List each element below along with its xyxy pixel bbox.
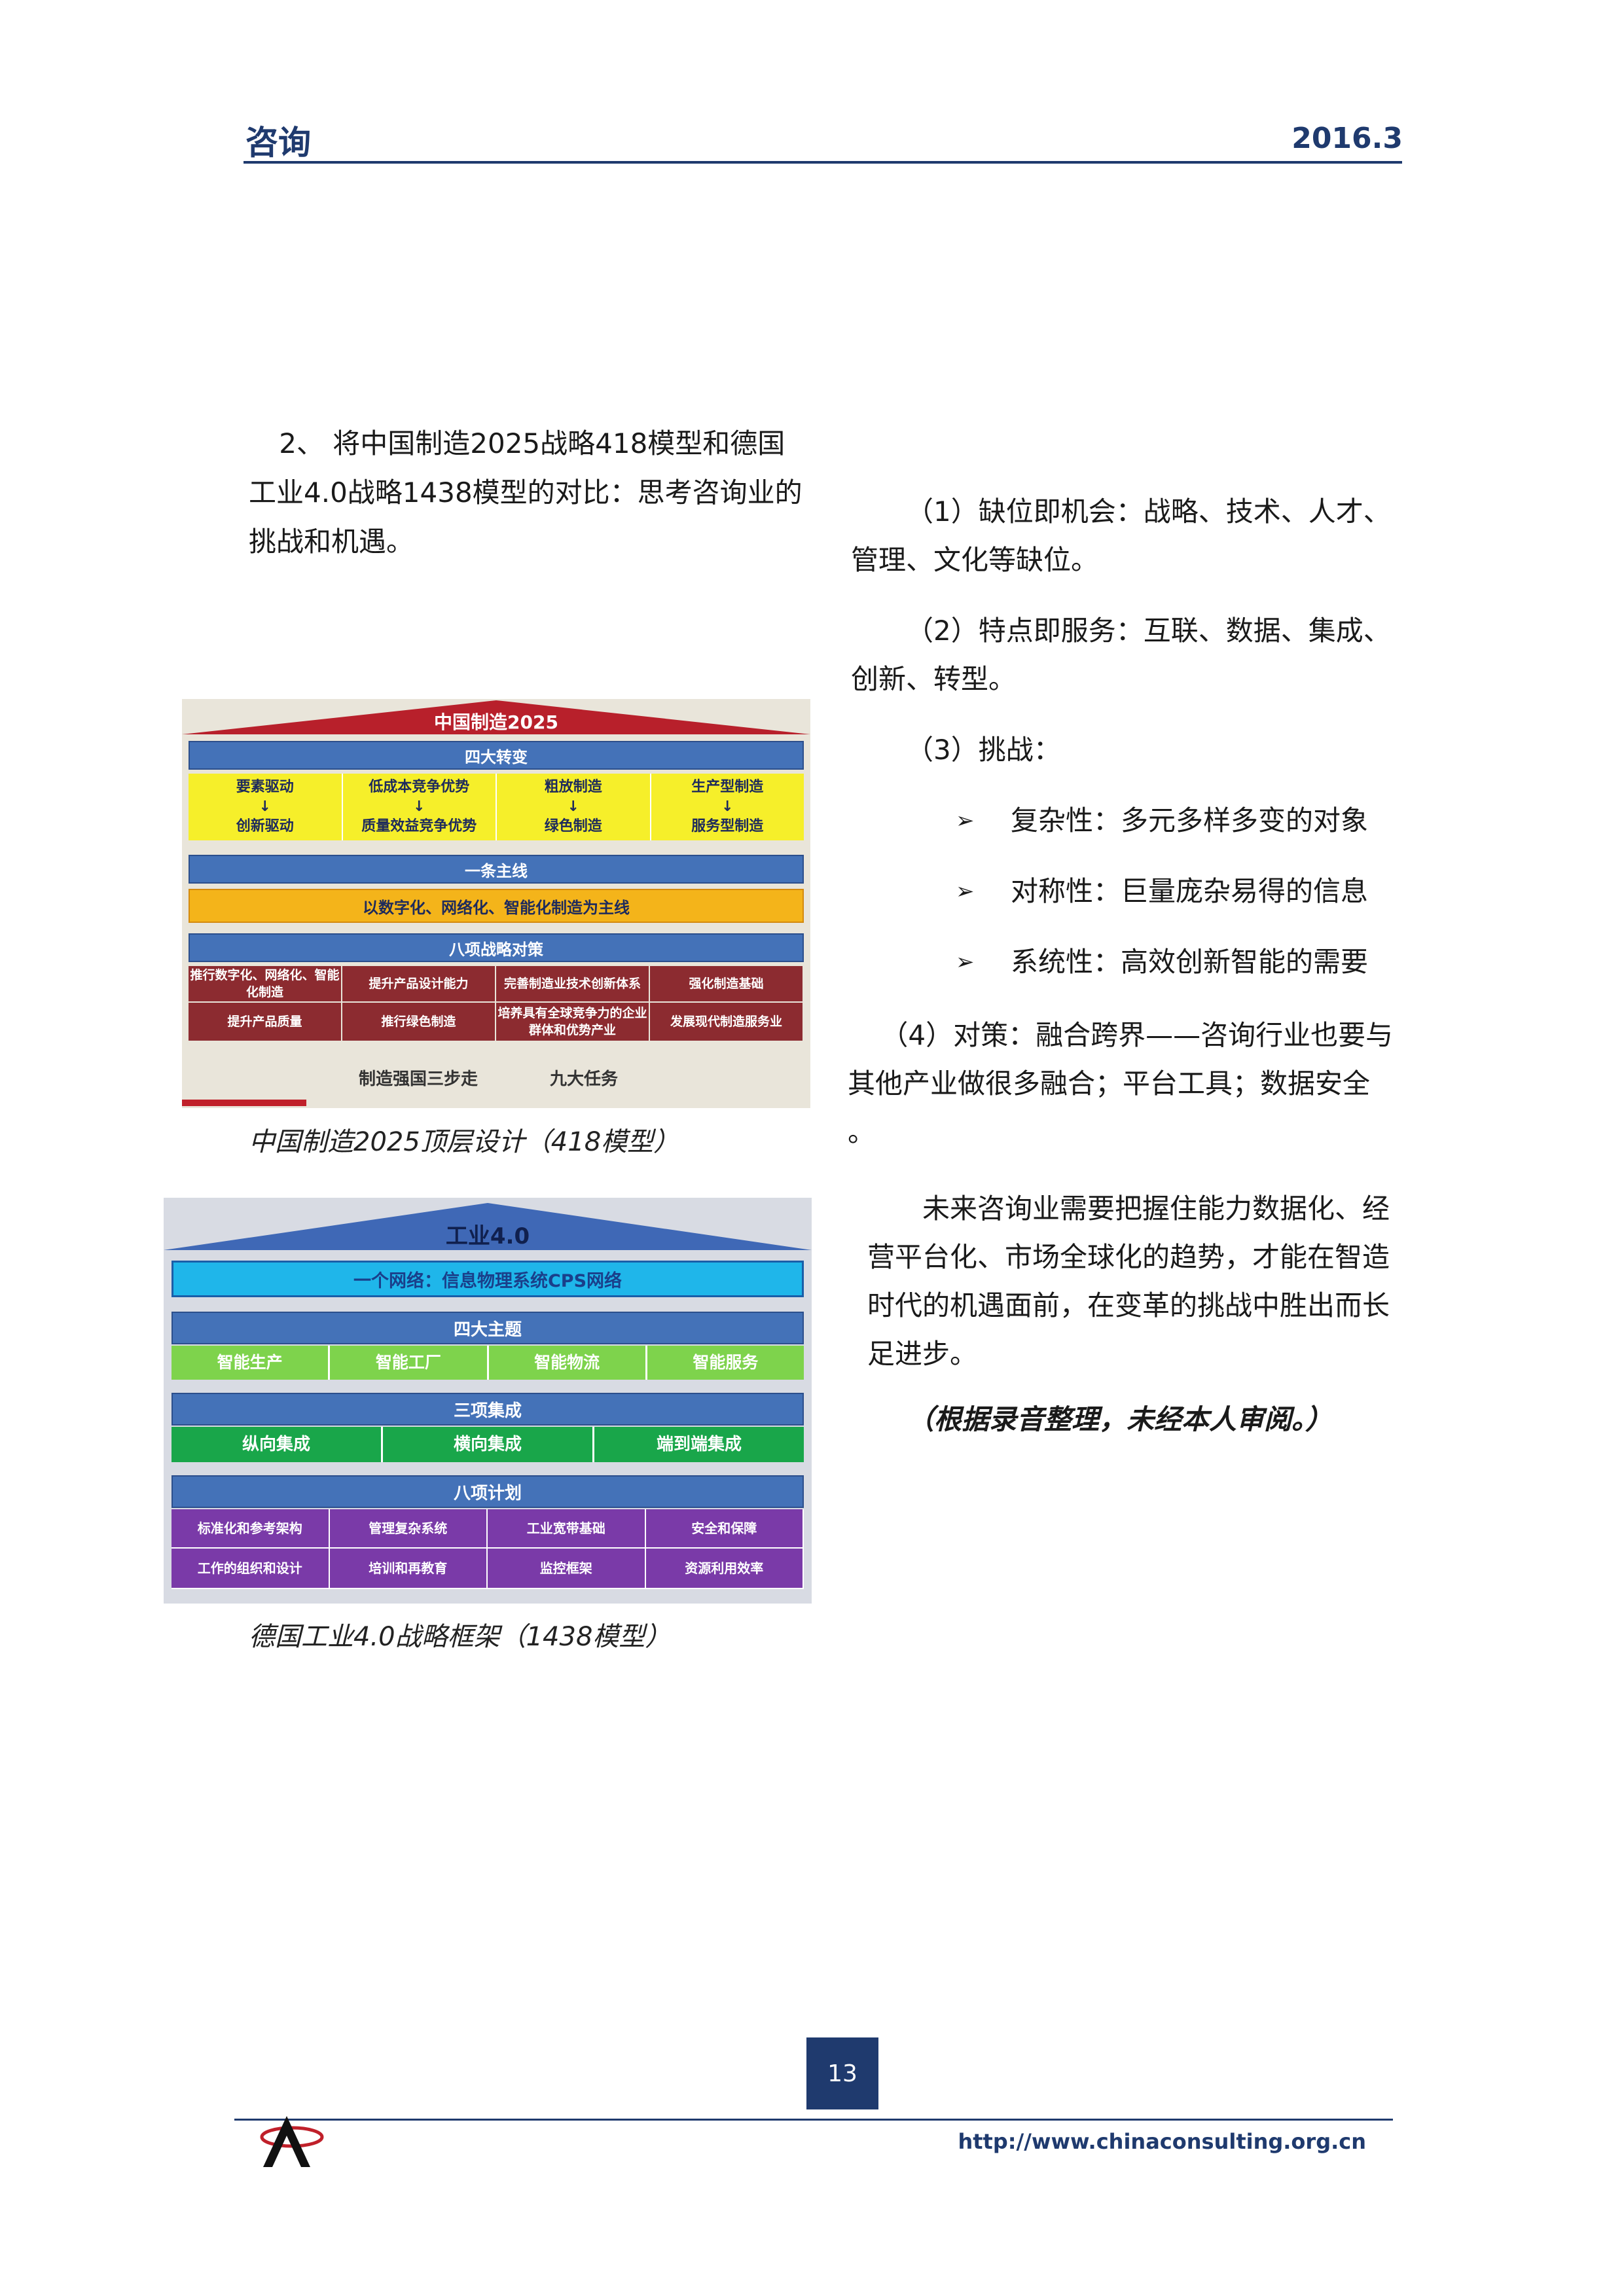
footer-rule: [234, 2119, 1393, 2121]
measure-cell: 推行绿色制造: [342, 1003, 496, 1042]
header-title: 咨询: [245, 124, 311, 162]
footer-nine-tasks: 九大任务: [550, 1069, 619, 1089]
network-bar: 一个网络：信息物理系统CPS网络: [171, 1261, 804, 1297]
plan-cell: 监控框架: [488, 1549, 646, 1589]
logo-icon: [260, 2116, 324, 2167]
roof-graphic: [182, 700, 810, 734]
measure-cell: 完善制造业技术创新体系: [496, 966, 650, 1003]
integration-cell: 横向集成: [383, 1427, 594, 1462]
integration-cell: 纵向集成: [171, 1427, 383, 1462]
editor-note: （根据录音整理，未经本人审阅。）: [907, 1403, 1333, 1435]
theme-cell: 智能生产: [171, 1346, 331, 1380]
figure2-caption: 德国工业4.0战略框架（1438模型）: [249, 1622, 672, 1652]
arrow-bullet-icon: ➢: [956, 949, 975, 975]
page-number: 13: [806, 2037, 878, 2109]
conclusion-paragraph: 未来咨询业需要把握住能力数据化、经营平台化、市场全球化的趋势，才能在智造时代的机…: [867, 1193, 1390, 1370]
measures-row-2: 提升产品质量 推行绿色制造 培养具有全球竞争力的企业群体和优势产业 发展现代制造…: [189, 1003, 804, 1042]
measure-cell: 推行数字化、网络化、智能化制造: [189, 966, 342, 1003]
plan-cell: 工作的组织和设计: [171, 1549, 330, 1589]
figure-industry-4: 工业4.0 一个网络：信息物理系统CPS网络 四大主题 智能生产 智能工厂 智能…: [164, 1198, 812, 1604]
point-2: （2）特点即服务：互联、数据、集成、创新、转型。: [851, 615, 1391, 695]
integrations-row: 纵向集成 横向集成 端到端集成: [171, 1427, 804, 1462]
theme-cell: 智能物流: [488, 1346, 647, 1380]
figure1-accent-bar: [182, 1100, 306, 1106]
footer-three-steps: 制造强国三步走: [359, 1069, 478, 1089]
point-4: （4）对策：融合跨界——咨询行业也要与其他产业做很多融合；平台工具；数据安全 。: [848, 1019, 1394, 1148]
transforms-row: 要素驱动↓创新驱动 低成本竞争优势↓质量效益竞争优势 粗放制造↓绿色制造 生产型…: [189, 774, 804, 840]
main-line-bar: 以数字化、网络化、智能化制造为主线: [189, 889, 804, 923]
header-rule: [244, 161, 1402, 164]
transform-cell: 低成本竞争优势↓质量效益竞争优势: [342, 774, 497, 840]
band-four-themes: 四大主题: [171, 1312, 804, 1344]
measure-cell: 发展现代制造服务业: [650, 1003, 804, 1042]
bullet-item: ➢ 系统性：高效创新智能的需要: [851, 938, 1401, 986]
bullet-item: ➢ 对称性：巨量庞杂易得的信息: [851, 867, 1401, 916]
figure2-title: 工业4.0: [445, 1223, 530, 1249]
theme-cell: 智能服务: [647, 1346, 804, 1380]
band-three-integrations: 三项集成: [171, 1393, 804, 1426]
integration-cell: 端到端集成: [594, 1427, 804, 1462]
plan-cell: 工业宽带基础: [488, 1509, 646, 1549]
transform-cell: 粗放制造↓绿色制造: [497, 774, 651, 840]
theme-cell: 智能工厂: [330, 1346, 489, 1380]
plan-cell: 安全和保障: [645, 1509, 804, 1549]
plans-row-1: 标准化和参考架构 管理复杂系统 工业宽带基础 安全和保障: [171, 1509, 804, 1549]
figure-made-in-china-2025: 中国制造2025 四大转变 要素驱动↓创新驱动 低成本竞争优势↓质量效益竞争优势…: [182, 699, 810, 1108]
figure1-caption: 中国制造2025顶层设计（418模型）: [249, 1127, 680, 1157]
header-date: 2016.3: [1291, 122, 1403, 155]
right-column: （1）缺位即机会：战略、技术、人才、管理、文化等缺位。 （2）特点即服务：互联、…: [851, 488, 1401, 1009]
measure-cell: 提升产品质量: [189, 1003, 342, 1042]
band-eight-measures: 八项战略对策: [189, 933, 804, 962]
intro-paragraph: 2、 将中国制造2025战略418模型和德国工业4.0战略1438模型的对比：思…: [249, 427, 803, 558]
band-main-line: 一条主线: [189, 855, 804, 884]
arrow-bullet-icon: ➢: [956, 808, 975, 834]
plan-cell: 管理复杂系统: [329, 1509, 488, 1549]
figure1-title: 中国制造2025: [434, 711, 558, 733]
band-eight-plans: 八项计划: [171, 1475, 804, 1508]
point-1: （1）缺位即机会：战略、技术、人才、管理、文化等缺位。: [851, 495, 1391, 576]
measure-cell: 提升产品设计能力: [342, 966, 496, 1003]
transform-cell: 要素驱动↓创新驱动: [189, 774, 343, 840]
measures-row-1: 推行数字化、网络化、智能化制造 提升产品设计能力 完善制造业技术创新体系 强化制…: [189, 966, 804, 1003]
transform-cell: 生产型制造↓服务型制造: [651, 774, 804, 840]
bullet-item: ➢ 复杂性：多元多样多变的对象: [851, 797, 1401, 845]
themes-row: 智能生产 智能工厂 智能物流 智能服务: [171, 1346, 804, 1380]
measure-cell: 培养具有全球竞争力的企业群体和优势产业: [496, 1003, 650, 1042]
measure-cell: 强化制造基础: [650, 966, 804, 1003]
plan-cell: 标准化和参考架构: [171, 1509, 330, 1549]
plan-cell: 资源利用效率: [645, 1549, 804, 1589]
plans-row-2: 工作的组织和设计 培训和再教育 监控框架 资源利用效率: [171, 1549, 804, 1589]
roof-graphic: [164, 1203, 812, 1250]
point-3: （3）挑战：: [906, 734, 1061, 766]
arrow-bullet-icon: ➢: [956, 878, 975, 905]
plan-cell: 培训和再教育: [329, 1549, 488, 1589]
figure1-footer: 制造强国三步走 九大任务: [359, 1066, 618, 1090]
band-four-transforms: 四大转变: [189, 741, 804, 770]
footer-url-link[interactable]: http://www.chinaconsulting.org.cn: [958, 2129, 1366, 2154]
